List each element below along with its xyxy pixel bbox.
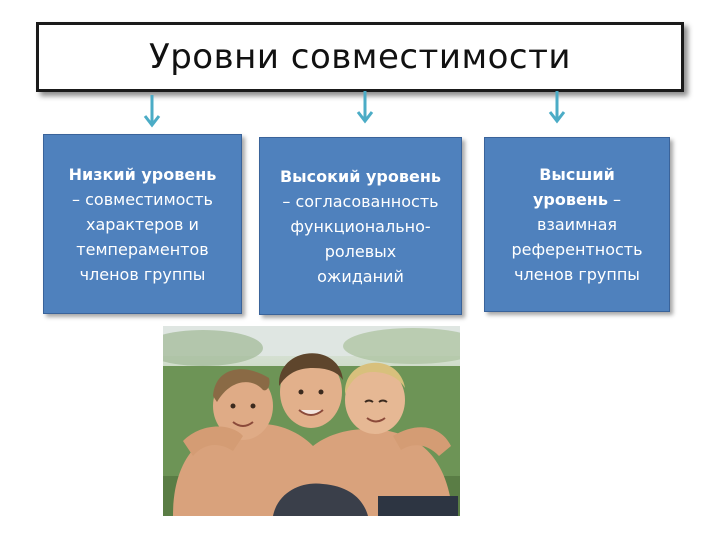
level-heading: Высокий уровень <box>279 166 441 186</box>
arrow-down-icon <box>143 95 161 128</box>
level-text-line: функционально- <box>290 216 431 236</box>
level-box-highest: Высший уровень – взаимная референтность … <box>484 137 670 312</box>
arrow-down-icon <box>356 91 374 124</box>
level-text-line: характеров и <box>86 214 199 234</box>
level-heading-dash: – <box>607 190 622 209</box>
level-heading: Низкий уровень <box>68 164 217 184</box>
arrow-down-icon <box>548 91 566 124</box>
level-text-line: – согласованность <box>282 191 439 211</box>
level-heading: Высший <box>539 165 615 184</box>
photo-illustration <box>163 326 460 516</box>
level-text-line: темпераментов <box>76 239 209 259</box>
photo-three-boys <box>163 326 460 516</box>
level-heading-part: уровень <box>532 190 608 209</box>
level-text-line: членов группы <box>79 264 206 284</box>
title-box: Уровни совместимости <box>36 22 684 92</box>
level-text-line: членов группы <box>514 265 640 284</box>
diagram-title: Уровни совместимости <box>148 37 572 77</box>
level-box-high: Высокий уровень – согласованность функци… <box>259 137 462 315</box>
level-text-line: ожиданий <box>317 266 404 286</box>
level-text-line: взаимная <box>536 215 618 234</box>
level-box-low: Низкий уровень – совместимость характеро… <box>43 134 242 314</box>
level-text-line: референтность <box>511 240 643 259</box>
level-text-line: – совместимость <box>72 189 213 209</box>
level-text-line: ролевых <box>324 241 397 261</box>
level-heading-line-2: уровень – <box>533 187 621 212</box>
